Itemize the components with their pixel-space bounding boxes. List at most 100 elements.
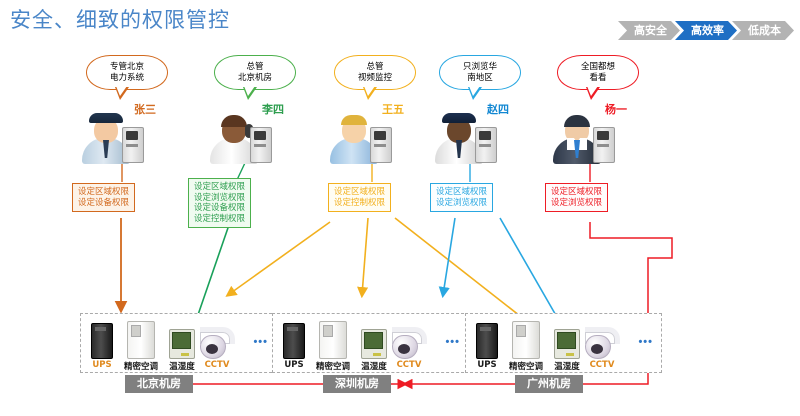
device-group-beijing: UPS 精密空调 温湿度 CCTV •••	[80, 313, 277, 373]
bubble-line-2: 南地区	[467, 72, 493, 83]
device-air-conditioner[interactable]: 精密空调	[316, 321, 350, 372]
desktop-pc-icon	[593, 127, 615, 163]
person-yangyi[interactable]: 全国都想 看看 杨一	[533, 55, 663, 164]
precision-air-conditioner-icon	[512, 321, 540, 359]
permission-line: 设定浏览权限	[436, 197, 488, 208]
speech-bubble-yangyi: 全国都想 看看	[557, 55, 639, 100]
device-label: UPS	[477, 360, 497, 370]
ribbon-badge-low-cost[interactable]: 低成本	[732, 21, 794, 40]
permission-line: 设定设备权限	[78, 197, 130, 208]
permission-line: 设定设备权限	[194, 203, 246, 213]
cctv-camera-icon	[584, 327, 620, 359]
permission-line: 设定控制权限	[334, 197, 386, 208]
person-name-wangwu: 王五	[382, 103, 404, 116]
device-air-conditioner[interactable]: 精密空调	[124, 321, 158, 372]
device-cctv[interactable]: CCTV	[584, 327, 620, 370]
permission-line: 设定区域权限	[334, 187, 386, 197]
temperature-humidity-sensor-icon	[361, 329, 387, 359]
desktop-pc-icon	[475, 127, 497, 163]
bubble-line-2: 电力系统	[109, 72, 144, 83]
permission-line: 设定区域权限	[78, 187, 130, 197]
person-wangwu[interactable]: 总管 视频监控 王五	[310, 55, 440, 164]
ribbon-badge-high-efficiency[interactable]: 高效率	[675, 21, 737, 40]
cctv-camera-icon	[391, 327, 427, 359]
person-name-lisi: 李四	[262, 103, 284, 116]
precision-air-conditioner-icon	[127, 321, 155, 359]
device-ups[interactable]: UPS	[91, 323, 113, 370]
device-ups[interactable]: UPS	[476, 323, 498, 370]
room-label-guangzhou[interactable]: 广州机房	[515, 375, 583, 393]
permission-box-lisi: 设定区域权限 设定浏览权限 设定设备权限 设定控制权限	[188, 178, 252, 228]
person-name-yangyi: 杨一	[605, 103, 627, 116]
permission-line: 设定区域权限	[194, 182, 246, 192]
device-label: CCTV	[396, 360, 422, 370]
bubble-line-2: 看看	[589, 72, 607, 83]
device-temp-humidity[interactable]: 温湿度	[169, 329, 195, 372]
device-label: CCTV	[204, 360, 230, 370]
pilot-avatar	[431, 112, 487, 164]
speech-bubble-zhangsan: 专管北京 电力系统	[86, 55, 168, 100]
permission-box-yangyi: 设定区域权限 设定浏览权限	[545, 183, 609, 212]
more-devices-indicator: •••	[445, 336, 460, 348]
device-group-shenzhen: UPS 精密空调 温湿度 CCTV •••	[272, 313, 469, 373]
more-devices-indicator: •••	[638, 336, 653, 348]
ups-icon	[476, 323, 498, 359]
bubble-tail	[243, 86, 257, 100]
person-lisi[interactable]: 总管 北京机房 李四	[190, 55, 320, 164]
device-temp-humidity[interactable]: 温湿度	[361, 329, 387, 372]
device-label: 温湿度	[361, 362, 387, 372]
temperature-humidity-sensor-icon	[554, 329, 580, 359]
desktop-pc-icon	[250, 127, 272, 163]
device-temp-humidity[interactable]: 温湿度	[554, 329, 580, 372]
person-zhaosi[interactable]: 只浏览华 南地区 赵四	[415, 55, 545, 164]
permission-line: 设定区域权限	[436, 187, 488, 197]
police-officer-avatar	[78, 112, 134, 164]
device-label: 精密空调	[123, 362, 159, 372]
precision-air-conditioner-icon	[319, 321, 347, 359]
device-label: 温湿度	[554, 362, 580, 372]
bubble-tail	[586, 86, 600, 100]
permission-box-wangwu: 设定区域权限 设定控制权限	[328, 183, 392, 212]
temperature-humidity-sensor-icon	[169, 329, 195, 359]
ups-icon	[283, 323, 305, 359]
bubble-tail	[363, 86, 377, 100]
permission-line: 设定区域权限	[551, 187, 603, 197]
device-air-conditioner[interactable]: 精密空调	[509, 321, 543, 372]
bubble-line-1: 只浏览华	[462, 62, 497, 72]
speech-bubble-wangwu: 总管 视频监控	[334, 55, 416, 100]
bubble-line-2: 视频监控	[357, 72, 392, 83]
permission-line: 设定控制权限	[194, 213, 246, 224]
device-label: UPS	[92, 360, 112, 370]
bubble-tail	[115, 86, 129, 100]
device-label: CCTV	[589, 360, 615, 370]
bubble-line-1: 全国都想	[580, 62, 615, 72]
device-label: UPS	[284, 360, 304, 370]
person-zhangsan[interactable]: 专管北京 电力系统 张三	[62, 55, 192, 164]
device-cctv[interactable]: CCTV	[199, 327, 235, 370]
speech-bubble-zhaosi: 只浏览华 南地区	[439, 55, 521, 100]
room-label-beijing[interactable]: 北京机房	[125, 375, 193, 393]
ribbon-badges: 高安全 高效率 低成本	[623, 21, 794, 40]
room-label-shenzhen[interactable]: 深圳机房	[323, 375, 391, 393]
device-label: 精密空调	[508, 362, 544, 372]
bubble-line-1: 总管	[246, 62, 264, 72]
bubble-line-2: 北京机房	[237, 72, 272, 83]
ribbon-badge-high-security[interactable]: 高安全	[618, 21, 680, 40]
permission-box-zhaosi: 设定区域权限 设定浏览权限	[430, 183, 494, 212]
speech-bubble-lisi: 总管 北京机房	[214, 55, 296, 100]
permission-line: 设定浏览权限	[194, 192, 246, 203]
device-label: 温湿度	[169, 362, 195, 372]
person-name-zhaosi: 赵四	[487, 103, 509, 116]
desktop-pc-icon	[370, 127, 392, 163]
device-cctv[interactable]: CCTV	[391, 327, 427, 370]
page-title: 安全、细致的权限管控	[10, 8, 230, 32]
bubble-line-1: 专管北京	[109, 62, 144, 72]
device-group-guangzhou: UPS 精密空调 温湿度 CCTV •••	[465, 313, 662, 373]
desktop-pc-icon	[122, 127, 144, 163]
ups-icon	[91, 323, 113, 359]
bubble-tail	[468, 86, 482, 100]
device-ups[interactable]: UPS	[283, 323, 305, 370]
bubble-line-1: 总管	[366, 62, 384, 72]
more-devices-indicator: •••	[253, 336, 268, 348]
